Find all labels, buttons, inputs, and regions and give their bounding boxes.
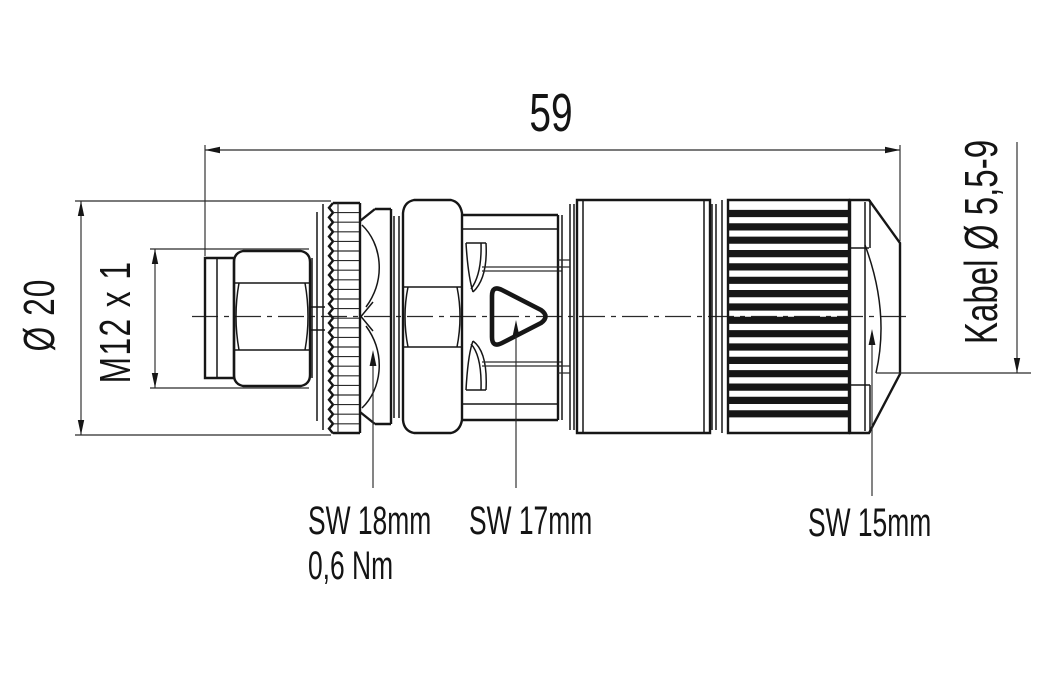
body-ring <box>711 200 723 433</box>
end-cap <box>848 198 902 435</box>
diameter-dimension <box>75 200 331 436</box>
wrench-label-sw18: SW 18mm <box>308 499 432 543</box>
dimension-label-59: 59 <box>529 83 573 143</box>
cable-diameter-label: Kabel Ø 5,5-9 <box>955 139 1007 345</box>
direction-triangle-marking <box>489 286 548 347</box>
spacer-ring <box>393 216 400 418</box>
leader-sw15 <box>868 329 876 496</box>
connector-body <box>575 198 712 435</box>
clamp-ring <box>557 204 575 430</box>
thread-section <box>232 249 312 388</box>
wrench-label-sw17: SW 17mm <box>469 499 593 543</box>
leader-sw18 <box>369 350 377 488</box>
torque-label: 0,6 Nm <box>308 544 394 588</box>
coupling-nut <box>359 207 393 426</box>
leader-sw17 <box>512 320 520 488</box>
thread-label-m12: M12 x 1 <box>91 260 140 384</box>
cable-clamp-hex <box>462 213 562 422</box>
wrench-label-sw15: SW 15mm <box>808 501 932 545</box>
thread-dimension <box>150 248 309 389</box>
m12-thread-tip <box>203 256 236 380</box>
diameter-label-20: Ø 20 <box>15 278 64 352</box>
cable-dimension <box>876 142 1031 374</box>
retaining-ring <box>311 204 325 430</box>
coupling-nut-knurl <box>327 201 362 435</box>
